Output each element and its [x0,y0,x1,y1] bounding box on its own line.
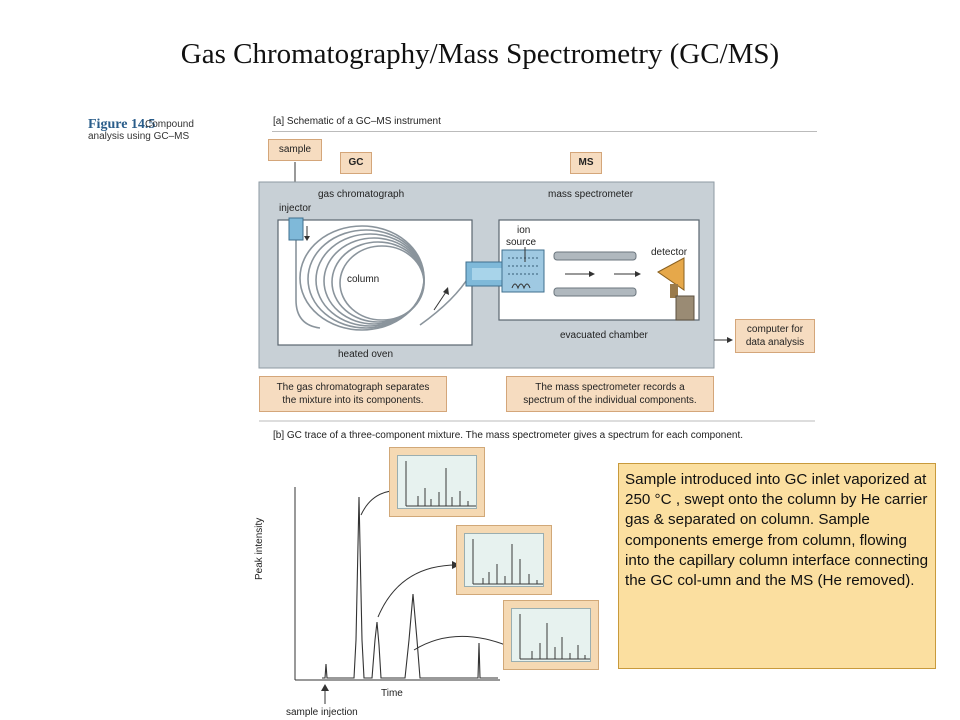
part-a-heading: [a] Schematic of a GC–MS instrument [273,116,441,127]
part-b-heading: [b] GC trace of a three-component mixtur… [273,430,744,441]
analyzer-rod-bottom [553,287,637,297]
ms-note-line2: spectrum of the individual components. [523,395,697,406]
injector-body [288,217,304,241]
spectrum-inset-1 [389,447,485,517]
ms-note-line1: The mass spectrometer records a [535,382,685,393]
source-label: source [506,237,537,248]
detector-cone [657,257,685,291]
divider-top [272,131,817,132]
figure-caption-line1: Compound [145,119,194,130]
peak2-arrow [377,564,458,618]
gc-note-line2: the mixture into its components. [282,395,424,406]
x-axis-label: Time [381,688,403,699]
sample-tag: sample [268,139,322,161]
computer-tag: computer for data analysis [735,319,815,353]
column-coil [299,225,425,331]
gc-tag: GC [340,152,372,174]
evacuated-chamber-label: evacuated chamber [560,330,648,341]
gas-chromatograph-label: gas chromatograph [318,189,405,200]
ms-explanation: The mass spectrometer records a spectrum… [506,376,714,412]
column-inlet-tube [295,240,321,329]
spectrum-2-plot [472,539,543,585]
heated-oven-label: heated oven [338,349,394,360]
ion-label: ion [517,225,531,236]
spectrum-3-plot [519,614,590,660]
gc-explanation: The gas chromatograph separates the mixt… [259,376,447,412]
spectrum-inset-2 [456,525,552,595]
figure-number: Figure 14.5 [88,117,156,132]
analyzer-rod-top [553,251,637,261]
ms-tag: MS [570,152,602,174]
chromatogram-trace [322,496,498,679]
gc-note-line1: The gas chromatograph separates [276,382,430,393]
y-axis-label: Peak intensity [254,517,265,580]
computer-line2: data analysis [745,337,805,348]
slide-title: Gas Chromatography/Mass Spectrometry (GC… [180,38,780,70]
computer-line1: computer for [746,324,804,335]
sample-injection-label: sample injection [286,707,358,718]
mass-spectrometer-label: mass spectrometer [548,189,634,200]
detector-base [675,295,695,321]
spectrum-inset-3 [503,600,599,670]
gcms-note: Sample introduced into GC inlet vaporize… [618,463,936,669]
peak3-arrow [413,635,509,651]
injector-label: injector [279,203,312,214]
figure-caption-line2: analysis using GC–MS [88,131,190,142]
column-label: column [347,274,380,285]
spectrum-1-plot [405,461,476,507]
detector-label: detector [651,247,688,258]
